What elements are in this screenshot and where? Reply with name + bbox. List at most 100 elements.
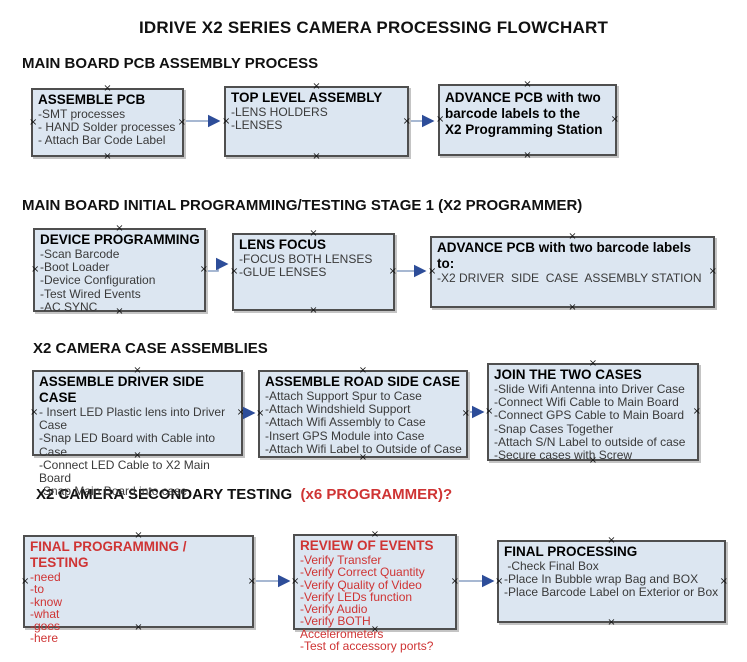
box-title: ASSEMBLE ROAD SIDE CASE — [265, 374, 461, 389]
box-title: DEVICE PROGRAMMING — [40, 232, 200, 247]
flow-box-device-programming[interactable]: DEVICE PROGRAMMING -Scan Barcode -Boot L… — [31, 224, 208, 317]
box-line: -Attach Wifi Label to Outside of Case — [265, 441, 462, 456]
connection-point-icon: × — [247, 575, 256, 587]
flow-box-advance-to-case-assembly[interactable]: ADVANCE PCB with two barcode labels to: … — [428, 232, 717, 313]
flow-box-join-the-two-cases[interactable]: JOIN THE TWO CASES -Slide Wifi Antenna i… — [485, 359, 701, 466]
box-line: -Check Final Box — [504, 559, 599, 573]
box-line: -Attach Wifi Assembly to Case — [265, 415, 426, 430]
box-line: -Verify Transfer — [300, 553, 382, 567]
flow-box-review-of-events[interactable]: REVIEW OF EVENTS -Verify Transfer -Verif… — [291, 530, 459, 653]
section-heading-case-assemblies: X2 CAMERA CASE ASSEMBLIES — [33, 340, 268, 357]
box-line: - Attach Bar Code Label — [38, 133, 166, 148]
box-line: -Device Configuration — [40, 273, 156, 288]
connection-point-icon: × — [461, 408, 470, 419]
flow-box-final-programming-testing[interactable]: FINAL PROGRAMMING / TESTING -need -to -k… — [21, 531, 256, 645]
connection-point-icon: × — [31, 264, 40, 275]
box-line: -Verify BOTH Accelerometers — [300, 614, 384, 641]
connection-point-icon: × — [610, 114, 619, 125]
box-line: -Verify Quality of Video — [300, 577, 422, 592]
box-line: -GLUE LENSES — [239, 265, 327, 280]
flow-box-final-processing[interactable]: FINAL PROCESSING -Check Final Box -Place… — [495, 536, 728, 628]
box-line: -Slide Wifi Antenna into Driver Case — [494, 382, 685, 396]
connection-point-icon: × — [719, 575, 728, 587]
flow-box-advance-to-programming-station[interactable]: ADVANCE PCB with two barcode labels to t… — [436, 79, 619, 161]
section-heading-secondary-testing-red: (x6 PROGRAMMER)? — [292, 486, 453, 503]
box-line: -Boot Loader — [40, 260, 110, 275]
flow-box-assemble-pcb[interactable]: ASSEMBLE PCB -SMT processes - HAND Solde… — [29, 84, 186, 162]
box-line: -know — [30, 594, 63, 609]
connection-point-icon: × — [388, 266, 397, 277]
section-heading-pcb-assembly: MAIN BOARD PCB ASSEMBLY PROCESS — [22, 55, 319, 72]
box-title: TOP LEVEL ASSEMBLY — [231, 90, 383, 105]
box-line: - HAND Solder processes — [38, 120, 176, 135]
box-line: -Verify Correct Quantity — [300, 565, 425, 580]
box-line: -Place In Bubble wrap Bag and BOX — [504, 572, 699, 587]
box-line: -LENSES — [231, 118, 283, 133]
connector-arrow-programming-to-lensfocus[interactable] — [208, 257, 229, 272]
connection-point-icon: × — [692, 406, 701, 417]
box-line: -Attach S/N Label to outside of case — [494, 434, 686, 449]
connection-point-icon: × — [309, 305, 318, 316]
box-line: -Insert GPS Module into Case — [265, 428, 425, 443]
connection-point-icon: × — [436, 114, 445, 125]
connection-point-icon: × — [21, 575, 30, 587]
box-line: -Test of accessory ports? — [300, 639, 434, 654]
flow-box-assemble-driver-side-case[interactable]: ASSEMBLE DRIVER SIDE CASE - Insert LED P… — [30, 366, 245, 498]
connection-point-icon: × — [523, 150, 532, 161]
box-line: -need — [30, 570, 61, 584]
box-line: -Snap Cases Together — [494, 421, 614, 436]
connection-point-icon: × — [312, 151, 321, 162]
connection-point-icon: × — [177, 116, 186, 128]
connection-point-icon: × — [236, 407, 245, 418]
box-title: ADVANCE PCB with two barcode labels to: — [437, 240, 692, 271]
connection-point-icon: × — [402, 115, 411, 127]
box-line: -goes — [30, 619, 61, 634]
flow-box-assemble-road-side-case[interactable]: ASSEMBLE ROAD SIDE CASE -Attach Support … — [256, 366, 470, 463]
box-line: -FOCUS BOTH LENSES — [239, 252, 373, 266]
section-heading-secondary-testing: X2 CAMERA SECONDARY TESTING (x6 PROGRAMM… — [36, 486, 452, 503]
box-title: ASSEMBLE PCB — [38, 92, 146, 107]
box-line: -to — [30, 582, 45, 597]
box-line: -Connect LED Cable to X2 Main Board — [39, 457, 214, 486]
connection-point-icon: × — [291, 576, 300, 587]
box-line: -Attach Windshield Support — [265, 402, 411, 417]
box-line: -what — [30, 606, 60, 621]
box-title: REVIEW OF EVENTS — [300, 538, 434, 553]
box-line: -Test Wired Events — [40, 286, 141, 301]
flow-box-top-level-assembly[interactable]: TOP LEVEL ASSEMBLY -LENS HOLDERS -LENSES… — [222, 82, 411, 162]
box-line: -SMT processes — [38, 107, 126, 121]
box-title: FINAL PROCESSING — [504, 544, 638, 559]
box-title: FINAL PROGRAMMING / TESTING — [30, 539, 187, 570]
box-line: -Scan Barcode — [40, 247, 120, 261]
connection-point-icon: × — [103, 151, 112, 162]
connection-point-icon: × — [222, 115, 231, 127]
connection-point-icon: × — [29, 116, 38, 128]
box-title: ASSEMBLE DRIVER SIDE CASE — [39, 374, 205, 405]
connection-point-icon: × — [450, 576, 459, 587]
box-title: ADVANCE PCB with two barcode labels to t… — [445, 90, 603, 137]
section-heading-secondary-testing-black: X2 CAMERA SECONDARY TESTING — [36, 486, 293, 503]
connection-point-icon: × — [523, 79, 532, 90]
box-line: -Attach Support Spur to Case — [265, 389, 422, 403]
section-heading-initial-programming: MAIN BOARD INITIAL PROGRAMMING/TESTING S… — [22, 197, 583, 214]
box-line: - Insert LED Plastic lens into Driver Ca… — [39, 405, 229, 433]
box-line: -Verify LEDs function — [300, 589, 413, 604]
page-title: IDRIVE X2 SERIES CAMERA PROCESSING FLOWC… — [138, 18, 609, 37]
flow-box-lens-focus[interactable]: LENS FOCUS -FOCUS BOTH LENSES -GLUE LENS… — [230, 229, 397, 316]
connection-point-icon: × — [607, 617, 616, 628]
connection-point-icon: × — [568, 302, 577, 313]
connection-point-icon: × — [230, 266, 239, 277]
box-line: -Snap LED Board with Cable into Case — [39, 431, 219, 459]
box-line: -Connect Wifi Cable to Main Board — [494, 395, 679, 410]
box-line: -Snap Main Board into case — [39, 484, 188, 499]
connection-point-icon: × — [708, 266, 717, 277]
box-line: -Connect GPS Cable to Main Board — [494, 408, 685, 423]
box-line: -Secure cases with Screw — [494, 448, 633, 463]
connection-point-icon: × — [428, 266, 437, 277]
box-line: -AC SYNC — [40, 299, 98, 314]
connection-point-icon: × — [256, 408, 265, 419]
box-line: -LENS HOLDERS — [231, 105, 328, 119]
connection-point-icon: × — [485, 406, 494, 417]
box-line: -here — [30, 631, 59, 646]
